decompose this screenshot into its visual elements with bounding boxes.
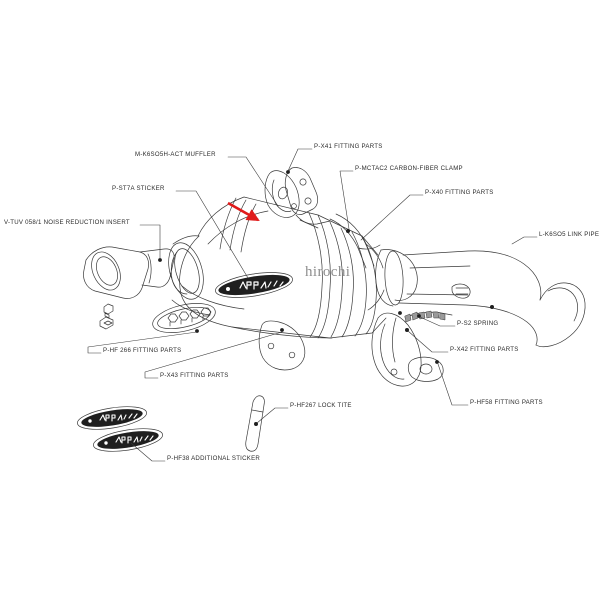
leader-lines <box>87 148 538 462</box>
label-fitting-parts-x41: P-X41 FITTING PARTS <box>314 143 383 150</box>
additional-sticker-2 <box>93 428 163 452</box>
additional-sticker-1 <box>77 406 147 430</box>
noise-reduction-insert <box>83 246 175 299</box>
label-fitting-parts-hf58: P-HF58 FITTING PARTS <box>470 399 543 406</box>
label-spring-s2: P-S2 SPRING <box>457 320 499 327</box>
hirochi-watermark: hirochi <box>305 264 351 280</box>
label-sticker: P-ST7A STICKER <box>112 185 165 192</box>
label-fitting-parts-hf266: P-HF 266 FITTING PARTS <box>103 347 182 354</box>
link-pipe <box>375 249 586 348</box>
muffler-end-band <box>365 243 385 311</box>
label-muffler: M-K6SO5H-ACT MUFFLER <box>135 151 216 158</box>
label-carbon-fiber-clamp: P-MCTAC2 CARBON-FIBER CLAMP <box>355 165 463 172</box>
label-fitting-parts-x43: P-X43 FITTING PARTS <box>160 372 229 379</box>
label-additional-sticker: P-HF38 ADDITIONAL STICKER <box>167 455 261 462</box>
carbon-fiber-clamp <box>329 213 381 269</box>
label-link-pipe: L-K6SO5 LINK PIPE <box>539 231 600 238</box>
akrapovic-logo-sticker-body <box>215 272 293 298</box>
label-fitting-parts-x40: P-X40 FITTING PARTS <box>425 189 494 196</box>
label-lock-tite: P-HF267 LOCK TITE <box>290 402 352 409</box>
lock-tite-tube <box>245 395 265 452</box>
label-noise-reduction-insert: V-TUV 058/1 NOISE REDUCTION INSERT <box>4 219 130 226</box>
mount-bracket-x41 <box>264 167 331 229</box>
red-pointer-arrow <box>227 201 260 222</box>
label-fitting-parts-x42: P-X42 FITTING PARTS <box>450 346 519 353</box>
muffler-body-outline <box>168 196 387 339</box>
pipe-emboss <box>451 283 471 299</box>
lower-hanger-bracket <box>371 312 444 387</box>
muffler-under-tab <box>258 320 306 371</box>
spring-part <box>398 310 453 323</box>
rivet-plate <box>152 303 216 333</box>
bolt-and-nut <box>99 303 114 330</box>
